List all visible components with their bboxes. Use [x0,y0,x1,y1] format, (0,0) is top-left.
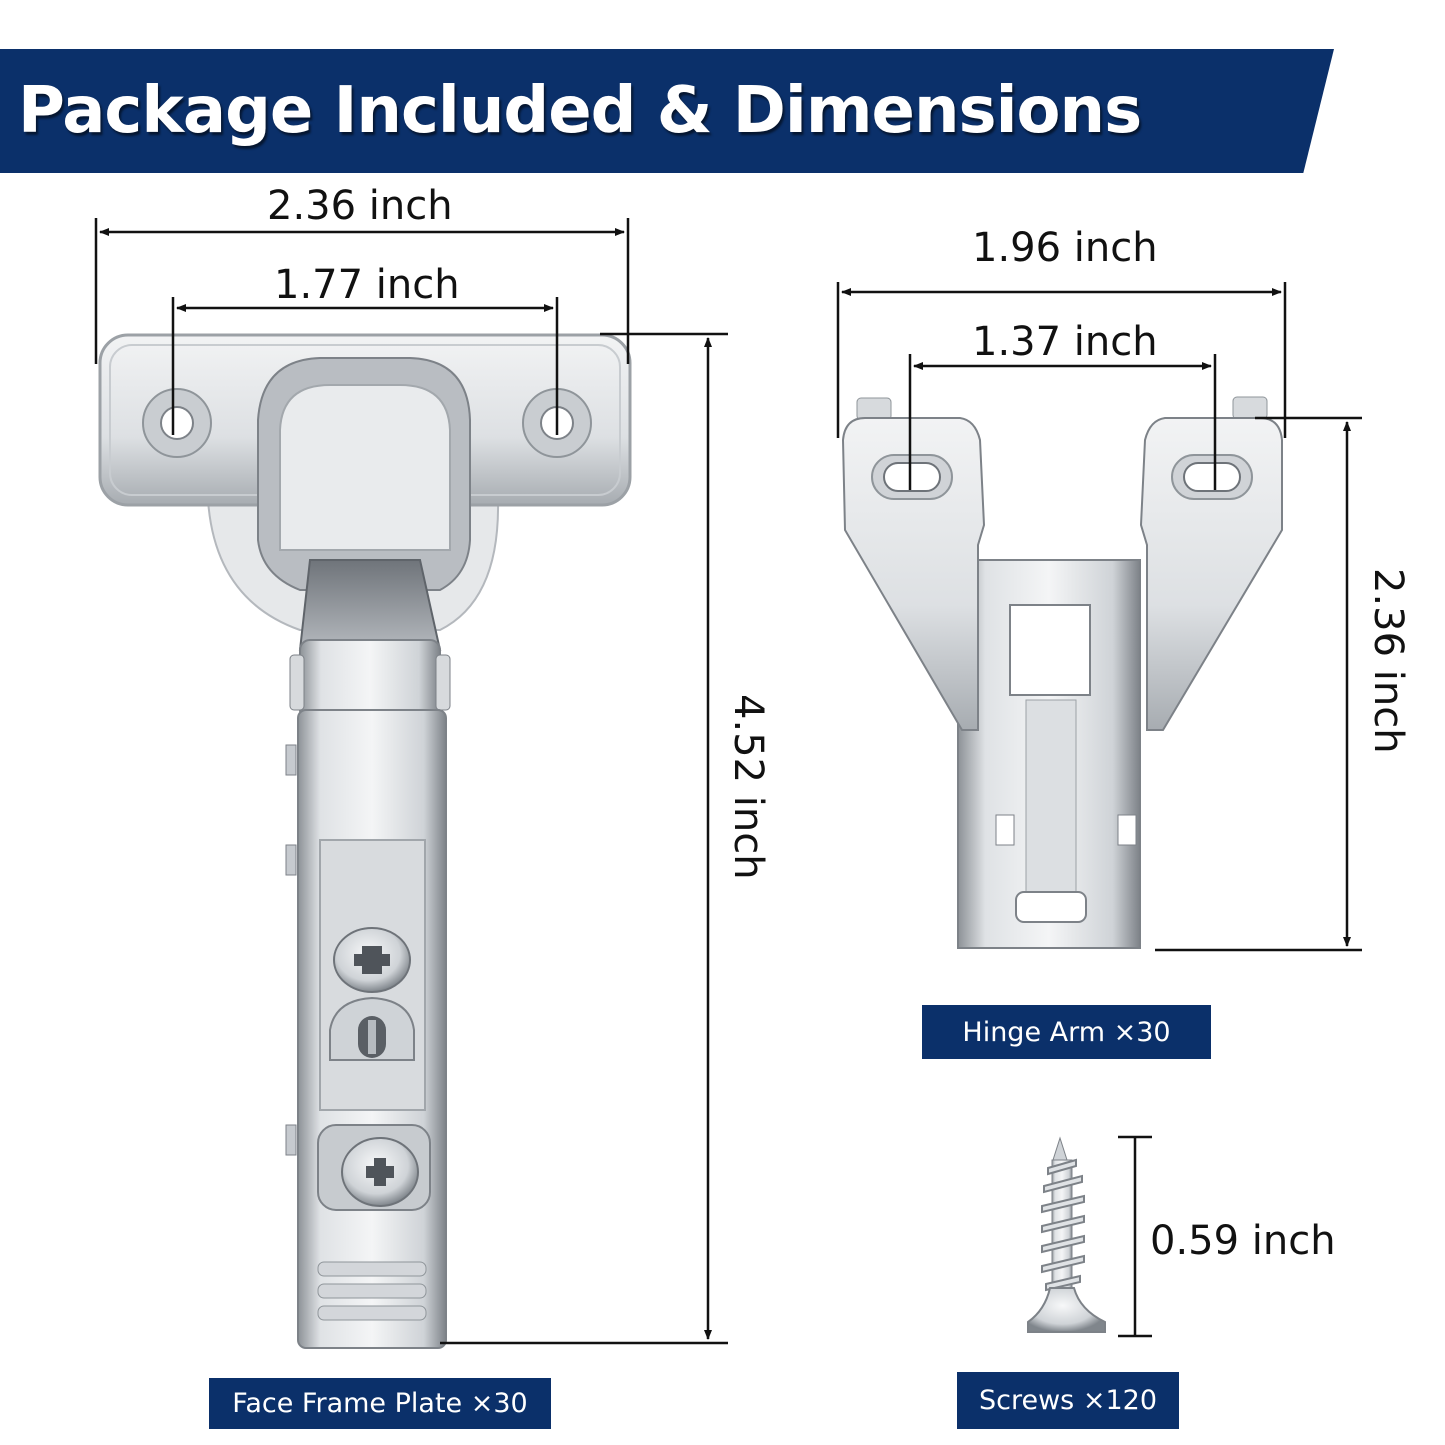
face-frame-plate-dimension-lines [94,218,728,1345]
screw-dimension-line [1118,1135,1152,1338]
face-frame-plate-length-label: 4.52 inch [725,694,771,880]
header-banner [0,49,1334,173]
screw-illustration [1027,1136,1106,1333]
hinge-arm-quantity-badge: Hinge Arm ×30 [922,1005,1211,1059]
screw-length-label: 0.59 inch [1150,1218,1336,1264]
face-frame-plate-illustration [98,333,632,1349]
page-title: Package Included & Dimensions [18,74,1142,148]
face-frame-plate-quantity-badge: Face Frame Plate ×30 [209,1378,551,1429]
hinge-arm-length-label: 2.36 inch [1365,568,1411,754]
hinge-arm-dimension-lines [836,282,1362,952]
hinge-arm-width-label: 1.96 inch [972,225,1158,271]
screws-quantity-badge: Screws ×120 [957,1372,1179,1429]
hinge-arm-illustration [841,396,1283,949]
face-frame-plate-width-label: 2.36 inch [267,183,453,229]
face-frame-plate-hole-spacing-label: 1.77 inch [274,262,460,308]
hinge-arm-hole-spacing-label: 1.37 inch [972,319,1158,365]
